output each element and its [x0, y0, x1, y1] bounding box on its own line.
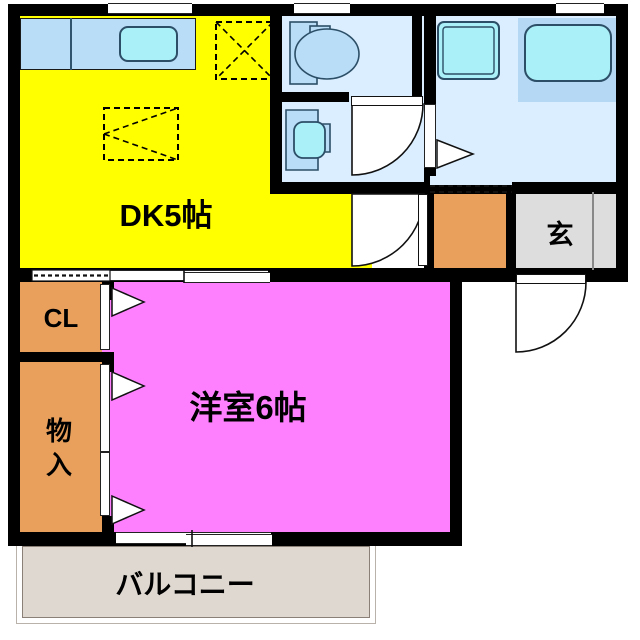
wall-hall-left — [424, 182, 434, 282]
storage-floor — [20, 362, 102, 532]
counter-divider — [70, 18, 72, 70]
wall-storage-right-bottom — [102, 516, 114, 546]
toilet-window — [294, 3, 350, 14]
wall-washroom-bath — [424, 4, 436, 104]
wall-bedroom-right — [450, 268, 462, 546]
wall-dk-washroom — [270, 4, 282, 194]
bedroom-balcony-window-2[interactable] — [186, 534, 272, 546]
wall-entrance-left — [506, 192, 516, 272]
wall-dk-left — [8, 4, 20, 282]
dk-hall-door-leaf[interactable] — [418, 194, 428, 266]
balcony-floor — [22, 546, 370, 618]
room-label-bedroom: 洋室6帖 — [189, 389, 307, 426]
wall-upper-right-right — [616, 4, 628, 282]
kitchen-window — [108, 3, 192, 14]
room-label-storage: 物入 — [45, 416, 72, 480]
bath-window — [556, 3, 604, 14]
wall-toilet-right — [412, 14, 422, 102]
room-label-balcony: バルコニー — [115, 569, 255, 600]
bath-door-leaf[interactable] — [424, 104, 436, 168]
dk-bedroom-sliding-door-2[interactable] — [184, 272, 270, 283]
wall-upper-right-top — [272, 4, 628, 16]
storage-door-leaf-top[interactable] — [100, 364, 110, 452]
entrance-door-leaf[interactable] — [516, 274, 586, 284]
closet-floor — [20, 282, 102, 352]
storage-door-leaf-bottom[interactable] — [100, 452, 110, 516]
room-label-closet: CL — [43, 302, 79, 333]
room-label-dk: DK5帖 — [119, 197, 213, 233]
toilet-door-leaf[interactable] — [351, 96, 423, 106]
entrance-step-line — [592, 192, 594, 270]
closet-door-leaf[interactable] — [100, 284, 110, 350]
room-label-entrance: 玄 — [546, 219, 574, 250]
wall-closet-storage — [8, 352, 114, 362]
entrance-floor — [516, 192, 618, 270]
wall-toilet-basin — [281, 92, 349, 102]
wall-bedroom-left — [8, 268, 20, 546]
wall-washroom-bottom — [270, 182, 442, 194]
hall-floor — [430, 192, 512, 270]
sink — [119, 26, 178, 62]
